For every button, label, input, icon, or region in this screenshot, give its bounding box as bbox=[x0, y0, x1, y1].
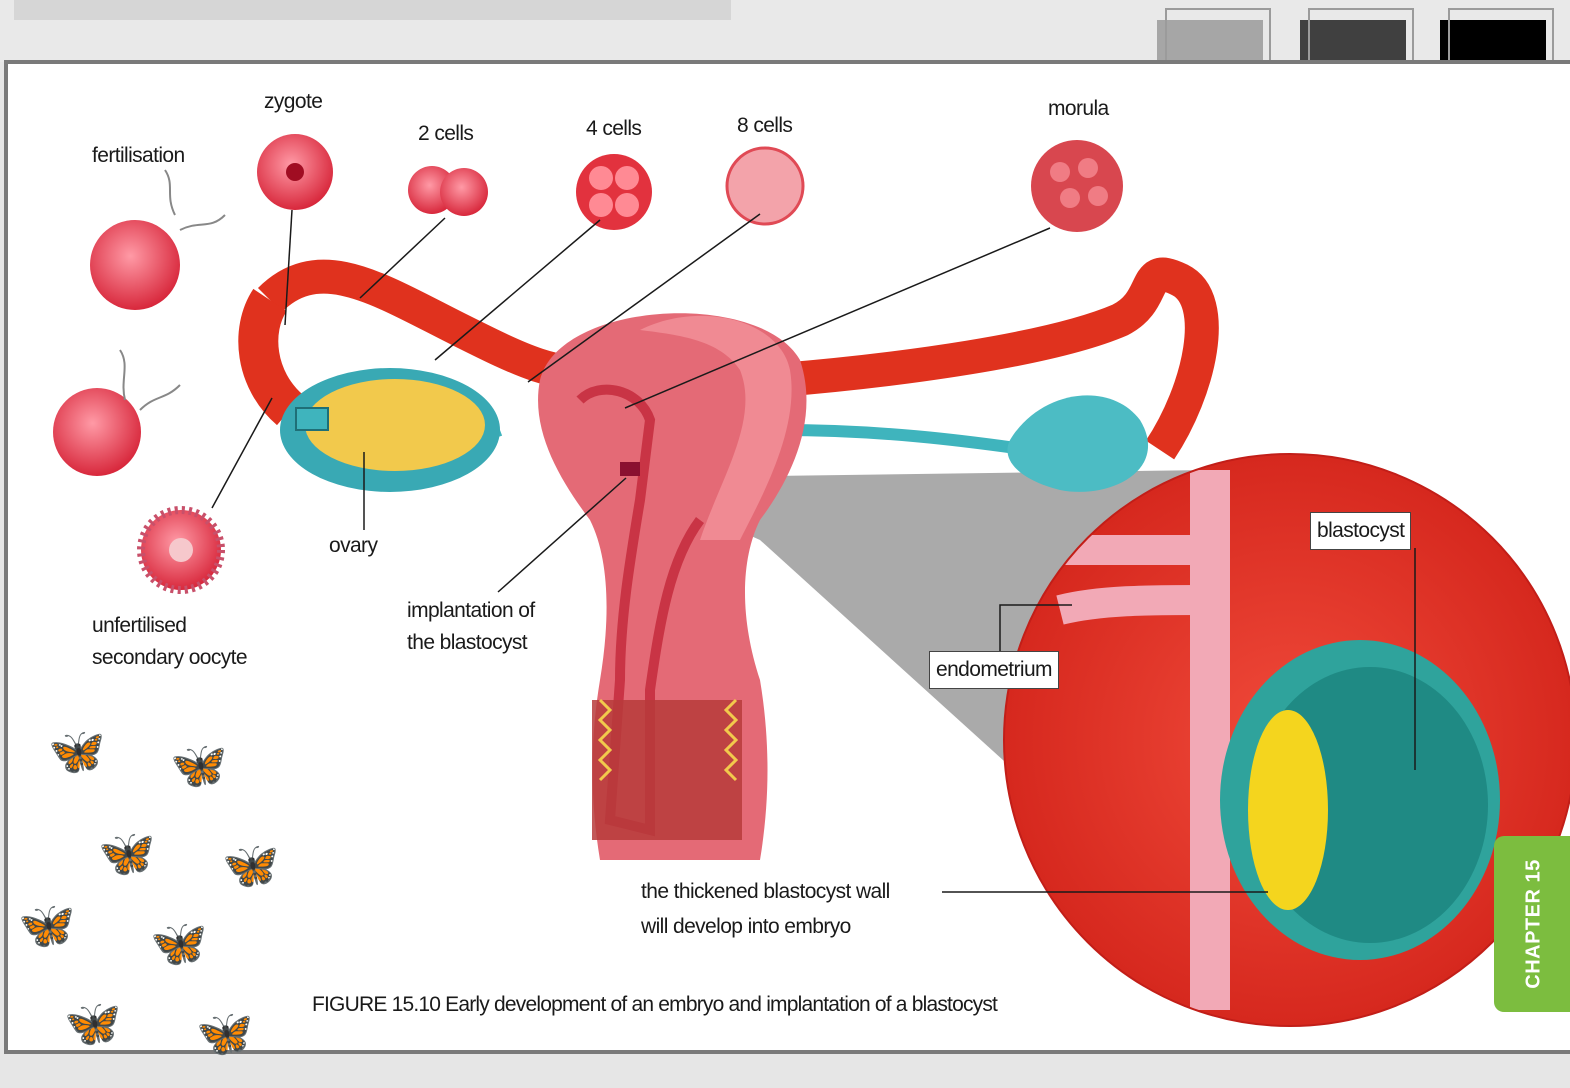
butterfly-icon: 🦋 bbox=[150, 920, 207, 966]
eight-cell-stage bbox=[727, 148, 803, 224]
label-morula: morula bbox=[1048, 93, 1109, 125]
morula-cell bbox=[1031, 140, 1123, 232]
label-implantation-line2: the blastocyst bbox=[407, 627, 527, 659]
label-endometrium: endometrium bbox=[929, 651, 1059, 689]
chapter-tab: CHAPTER 15 bbox=[1494, 836, 1570, 1012]
label-8-cells: 8 cells bbox=[737, 110, 792, 142]
label-unfertilised-line1: unfertilised bbox=[92, 610, 186, 642]
label-unfertilised-line2: secondary oocyte bbox=[92, 642, 247, 674]
butterfly-icon: 🦋 bbox=[196, 1010, 253, 1056]
label-implantation-line1: implantation of bbox=[407, 595, 535, 627]
butterfly-icon: 🦋 bbox=[170, 742, 227, 788]
butterfly-icon: 🦋 bbox=[64, 1000, 121, 1046]
sperm-cell-group bbox=[53, 388, 141, 476]
label-blastocyst-wall-line2: will develop into embryo bbox=[641, 911, 851, 943]
label-blastocyst: blastocyst bbox=[1310, 512, 1411, 550]
label-fertilisation: fertilisation bbox=[92, 140, 185, 172]
label-2-cells: 2 cells bbox=[418, 118, 473, 150]
butterfly-icon: 🦋 bbox=[48, 728, 105, 774]
label-ovary: ovary bbox=[329, 530, 377, 562]
fertilisation-cell bbox=[90, 220, 180, 310]
butterfly-icon: 🦋 bbox=[98, 830, 155, 876]
label-4-cells: 4 cells bbox=[586, 113, 641, 145]
two-cell-stage bbox=[408, 166, 488, 216]
figure-caption: FIGURE 15.10 Early development of an emb… bbox=[312, 993, 997, 1017]
four-cell-stage bbox=[576, 154, 652, 230]
chapter-tab-label: CHAPTER 15 bbox=[1523, 859, 1546, 988]
label-zygote: zygote bbox=[264, 86, 322, 118]
butterfly-icon: 🦋 bbox=[222, 842, 279, 888]
label-blastocyst-wall-line1: the thickened blastocyst wall bbox=[641, 876, 890, 908]
butterfly-icon: 🦋 bbox=[18, 902, 75, 948]
